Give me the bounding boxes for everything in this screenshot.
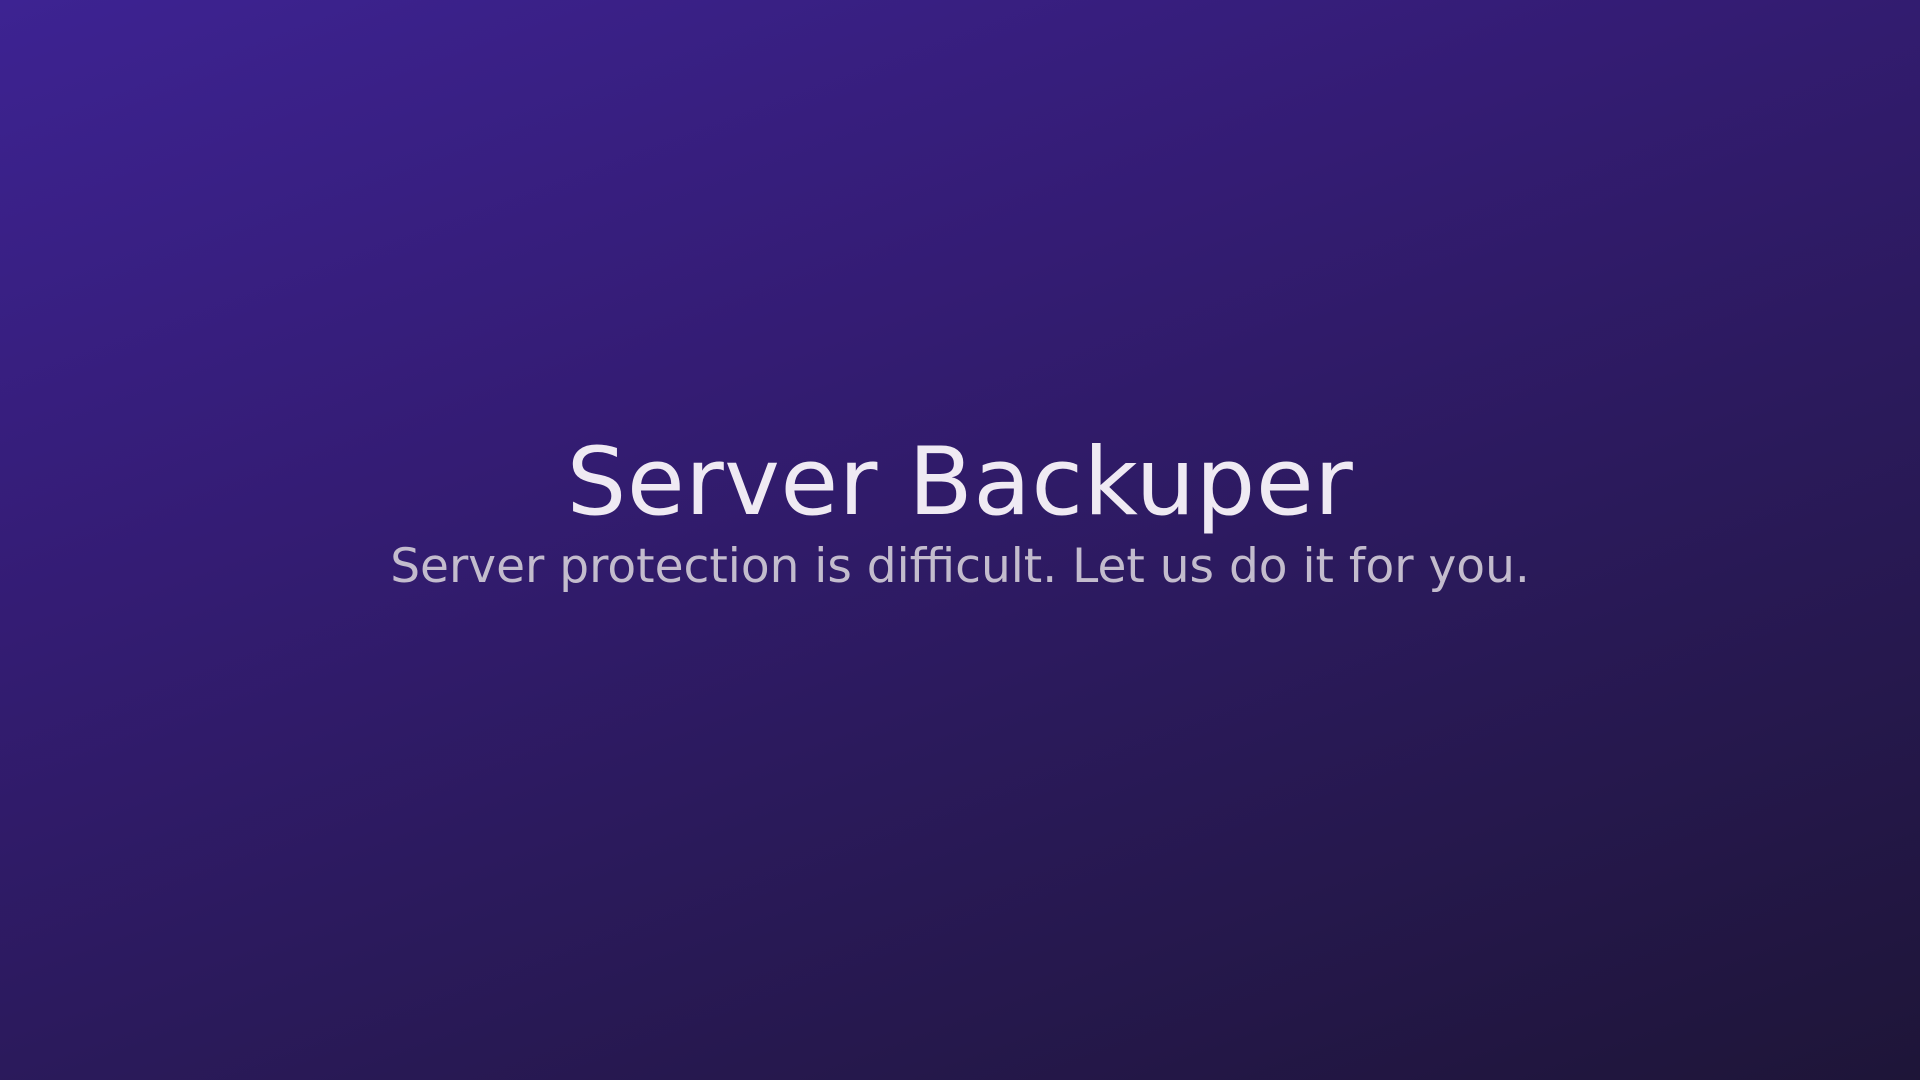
page-title: Server Backuper [566, 428, 1354, 538]
page-subtitle: Server protection is difficult. Let us d… [390, 539, 1530, 595]
hero-content: Server Backuper Server protection is dif… [390, 434, 1530, 595]
